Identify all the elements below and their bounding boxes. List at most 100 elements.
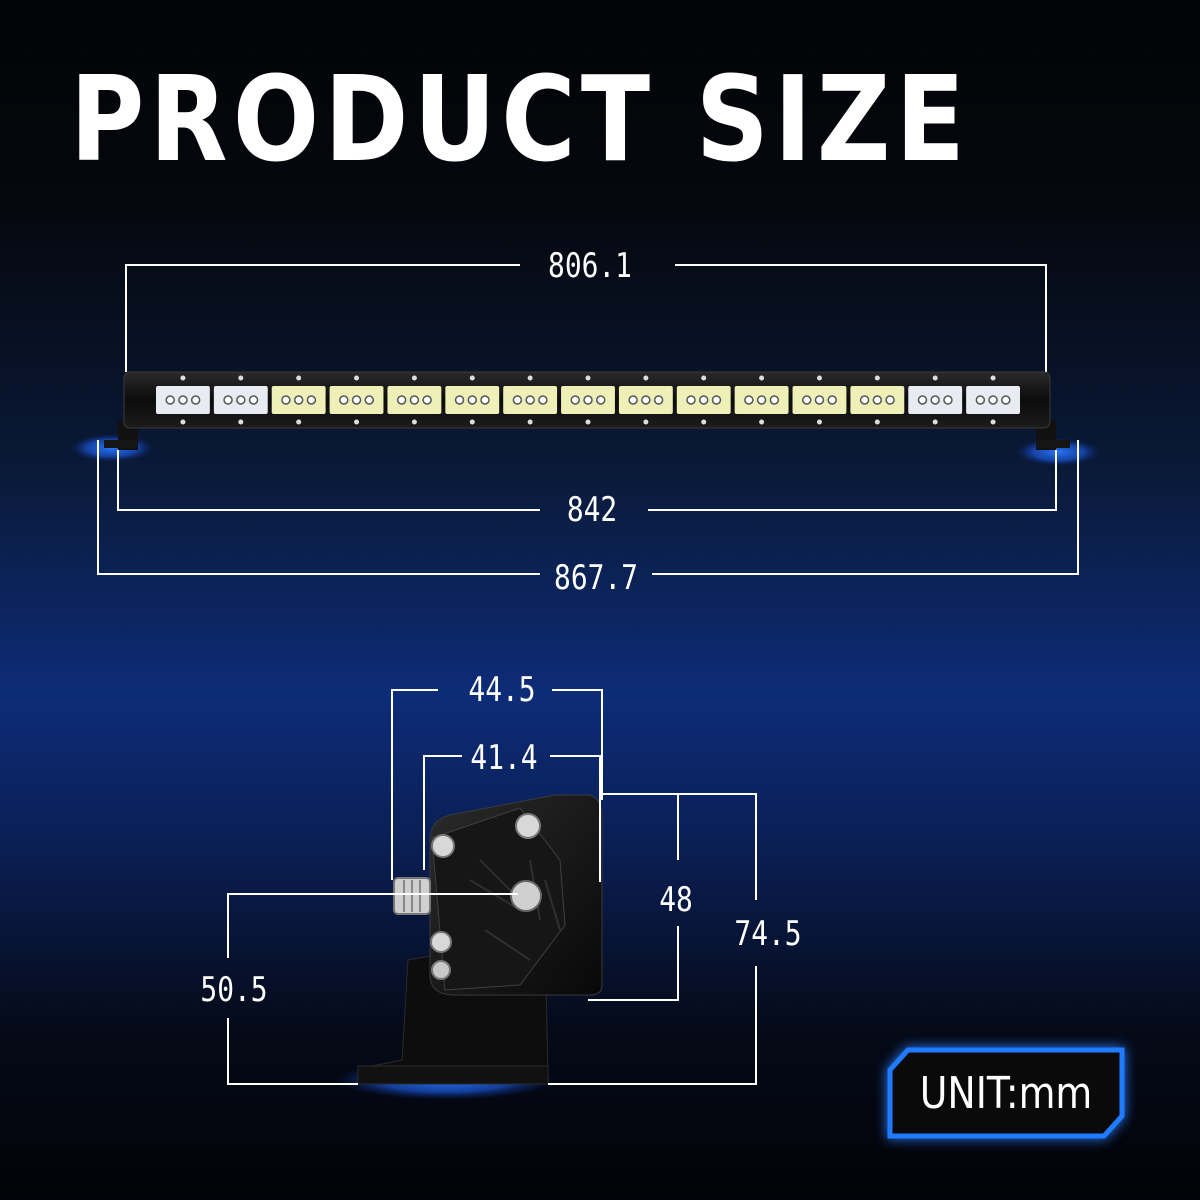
led-chip [711,395,722,405]
led-row [156,375,1020,425]
led-chip [769,395,780,405]
dim-line-74-5 [678,793,757,900]
led-chip [975,395,986,405]
side-view-lamp [357,794,603,1085]
led-chip [351,395,362,405]
led-chip [422,395,432,405]
led-chip [190,395,201,405]
screw-dot [296,375,302,381]
led-chip [930,395,940,405]
led-chip [988,395,998,405]
led-chip [686,395,696,405]
dim-line-842 [117,450,1057,511]
led-chip [859,395,870,405]
screw-dot [701,375,707,381]
screw-dot [238,375,244,381]
unit-badge: UNIT:mm [890,1050,1122,1136]
led-chip [293,395,304,405]
led-chip [570,395,581,405]
dim-label-top-width: 806.1 [548,246,632,286]
screw-dot [585,375,591,381]
screw-dot [469,419,475,425]
screw-dot [816,419,822,425]
led-chip [454,395,465,405]
screw-dot [874,419,880,425]
led-chip [885,395,895,405]
led-chip [1001,395,1011,405]
screw-dot [180,375,186,381]
led-chip [223,395,233,405]
unit-badge-frame [887,1047,1125,1139]
led-chip [917,395,928,405]
led-chip [801,395,812,405]
screw-dot [585,419,591,425]
led-chip [236,395,246,405]
screw-dot [701,419,707,425]
dim-line-44-5 [391,689,438,880]
led-chip [339,395,349,405]
led-chip [872,395,883,405]
dim-label-depth-outer: 44.5 [468,670,536,710]
screw-dot [411,419,417,425]
led-chip [628,395,638,405]
screw-dot [643,375,649,381]
screw-dot [527,375,533,381]
screw-dot [816,375,822,381]
screw-dot [469,375,475,381]
dim-label-mount-height: 50.5 [200,970,268,1010]
dim-label-overall-height: 74.5 [734,914,802,954]
light-bar [104,371,1070,450]
led-chip [744,395,754,405]
screw-dot [990,419,996,425]
screw-dot [527,419,533,425]
screw-dot [759,419,765,425]
led-chip [512,395,523,405]
screw-dot [759,375,765,381]
screw-dot [180,419,186,425]
screw-dot [874,375,880,381]
led-chip [306,395,317,405]
led-chip [178,395,188,405]
dim-label-housing-height: 48 [659,880,693,920]
dim-label-bracket-width: 842 [566,490,618,530]
led-chip [538,395,548,405]
screw-dot [411,375,417,381]
led-chip [943,395,953,405]
screw-dot [238,419,244,425]
led-chip [467,395,478,405]
dim-line-41-4 [423,755,462,870]
led-chip [409,395,420,405]
dim-line-48 [600,793,679,860]
screw-dot [354,375,360,381]
led-chip [756,395,767,405]
led-chip [641,395,651,405]
screw-dot [296,419,302,425]
screw-dot [932,375,938,381]
led-chip [525,395,535,405]
screw-dot [643,419,649,425]
led-chip [698,395,709,405]
led-chip [364,395,375,405]
led-chip [396,395,407,405]
unit-label: UNIT:mm [919,1067,1093,1119]
led-chip [480,395,490,405]
led-chip [814,395,825,405]
bolt-icon [431,834,455,858]
led-chip [827,395,837,405]
dim-line-50-5 [227,893,518,958]
dim-line-867 [97,440,1079,575]
screw-dot [932,419,938,425]
led-chip [653,395,664,405]
led-chip [595,395,606,405]
screw-dot [990,375,996,381]
screw-dot [354,419,360,425]
dim-line-806 [125,264,1047,372]
page-title: PRODUCT SIZE [70,50,971,188]
dim-label-depth-inner: 41.4 [470,738,538,778]
dim-label-overall-width: 867.7 [554,558,638,598]
led-chip [281,395,291,405]
led-chip [165,395,175,405]
bolt-icon [431,960,451,980]
